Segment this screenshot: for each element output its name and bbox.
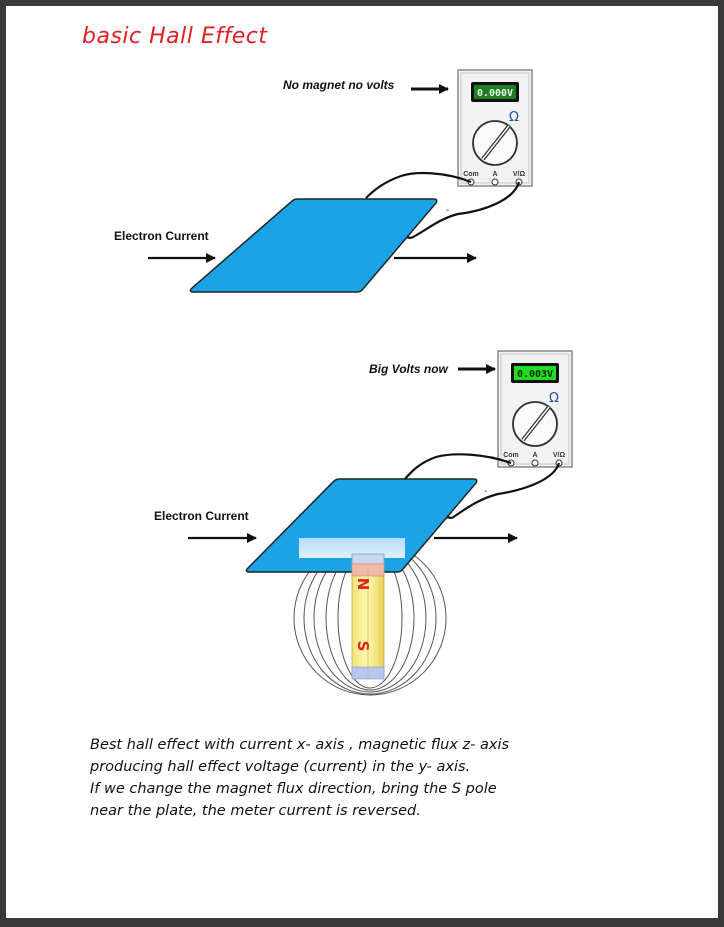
- explanation-caption: Best hall effect with current x- axis , …: [90, 734, 509, 822]
- jack-label-com: Com: [463, 171, 479, 178]
- multimeter: 0.000V Ω Com A V/Ω: [457, 69, 533, 187]
- jack-label-a: A: [492, 171, 497, 178]
- magnet-north-label: N: [354, 578, 372, 591]
- svg-text:-: -: [484, 486, 487, 497]
- jack-label-a: A: [532, 452, 537, 459]
- hall-plate: [189, 198, 438, 293]
- bottom-meter-note: Big Volts now: [369, 362, 448, 376]
- top-diagram: 0.000V Ω Com A V/Ω -: [148, 69, 533, 293]
- caption-line: near the plate, the meter current is rev…: [90, 803, 421, 819]
- probe-wire-v: [410, 181, 521, 239]
- probe-wire-com: [365, 172, 472, 199]
- jack-a[interactable]: [531, 459, 539, 467]
- probe-wire-com: [403, 453, 512, 481]
- lcd-display: 0.000V: [471, 82, 519, 102]
- top-current-label: Electron Current: [114, 229, 209, 243]
- probe-wire-v: [451, 462, 561, 519]
- svg-text:-: -: [446, 205, 449, 216]
- jack-label-v: V/Ω: [553, 452, 566, 459]
- flux-glow: [299, 538, 405, 558]
- caption-line: If we change the magnet flux direction, …: [90, 781, 497, 797]
- top-meter-note: No magnet no volts: [283, 78, 395, 92]
- caption-line: producing hall effect voltage (current) …: [90, 759, 471, 775]
- jack-a[interactable]: [491, 178, 499, 186]
- caption-line: Best hall effect with current x- axis , …: [90, 737, 510, 753]
- jack-label-v: V/Ω: [513, 171, 526, 178]
- lcd-reading: 0.000V: [477, 88, 513, 99]
- multimeter: 0.003V Ω Com A V/Ω: [497, 350, 573, 468]
- ohm-symbol: Ω: [509, 110, 519, 125]
- bottom-diagram: 0.003V Ω Com A V/Ω -: [188, 350, 573, 696]
- bar-magnet: N S: [351, 553, 385, 680]
- lcd-display: 0.003V: [511, 363, 559, 383]
- magnet-south-label: S: [354, 641, 372, 652]
- jack-label-com: Com: [503, 452, 519, 459]
- hall-effect-diagram: 0.000V Ω Com A V/Ω -: [148, 69, 573, 696]
- bottom-current-label: Electron Current: [154, 509, 249, 523]
- lcd-reading: 0.003V: [517, 369, 553, 380]
- page: basic Hall Effect: [6, 6, 718, 918]
- ohm-symbol: Ω: [549, 391, 559, 406]
- page-title: basic Hall Effect: [82, 24, 268, 49]
